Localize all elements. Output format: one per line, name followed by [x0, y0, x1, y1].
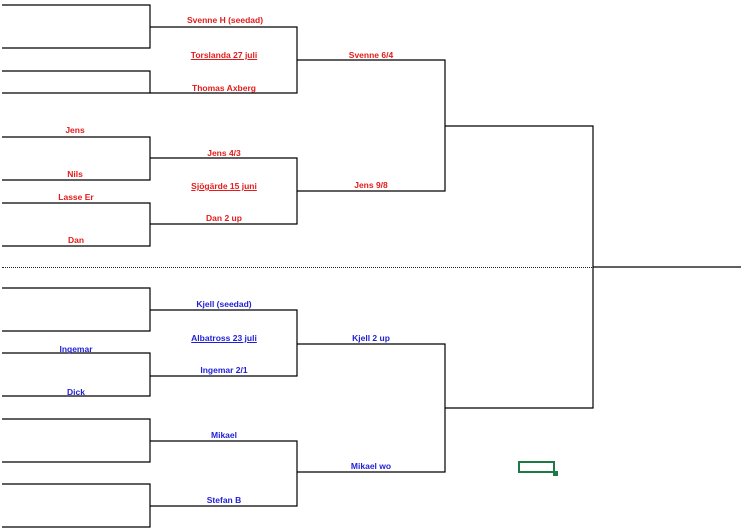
player-ingemar: Ingemar	[59, 344, 93, 354]
player-thomas: Thomas Axberg	[192, 83, 256, 93]
result-dan: Dan 2 up	[206, 213, 242, 223]
venue-sjogarde: Sjögärde 15 juni	[191, 181, 257, 191]
bracket-line	[2, 483, 151, 528]
player-nils: Nils	[67, 169, 83, 179]
result-jens-r3: Jens 9/8	[354, 180, 388, 190]
venue-torslanda: Torslanda 27 juli	[190, 50, 258, 60]
fill-handle[interactable]	[553, 471, 558, 476]
bracket-line	[297, 59, 446, 192]
bracket-line	[2, 352, 151, 397]
result-ingemar: Ingemar 2/1	[200, 365, 248, 375]
result-mikael: Mikael wo	[350, 461, 392, 471]
result-jens-r2: Jens 4/3	[207, 148, 241, 158]
player-lasse: Lasse Er	[58, 192, 94, 202]
result-kjell: Kjell 2 up	[352, 333, 390, 343]
bracket-line	[2, 287, 151, 332]
venue-albatross: Albatross 23 juli	[191, 333, 257, 343]
player-stefan: Stefan B	[206, 495, 242, 505]
bracket-line	[2, 4, 151, 49]
bracket-line	[2, 418, 151, 463]
bracket-line	[150, 309, 298, 377]
half-divider	[2, 267, 592, 268]
bracket-line	[150, 440, 298, 507]
result-svenne: Svenne 6/4	[348, 50, 394, 60]
player-svenne-seeded: Svenne H (seedad)	[186, 15, 264, 25]
selected-cell[interactable]	[518, 461, 555, 473]
player-dick: Dick	[67, 387, 85, 397]
player-kjell-seeded: Kjell (seedad)	[196, 299, 252, 309]
player-dan: Dan	[67, 235, 85, 245]
bracket-line	[2, 70, 151, 94]
bracket-line	[297, 343, 446, 473]
player-mikael: Mikael	[211, 430, 237, 440]
player-jens: Jens	[65, 125, 85, 135]
